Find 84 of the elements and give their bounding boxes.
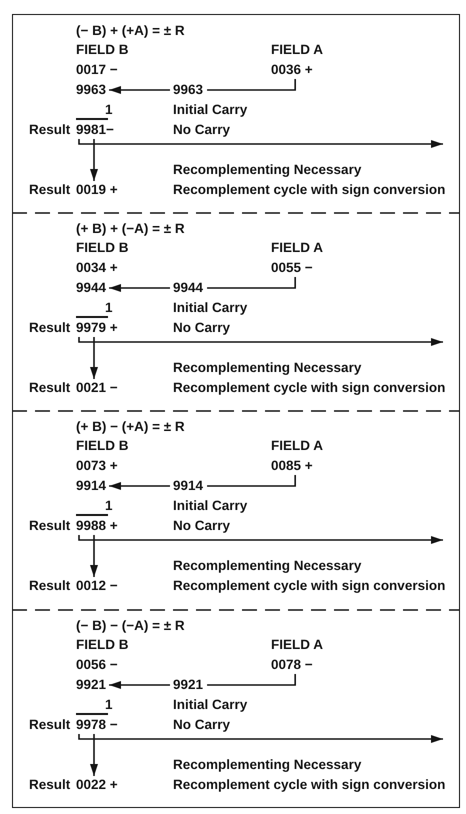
note-text: Recomplement cycle with sign conversion	[173, 380, 446, 396]
note-text: Recomplementing Necessary	[173, 360, 362, 376]
note-text: Recomplementing Necessary	[173, 558, 362, 574]
row-label: Result	[29, 380, 70, 396]
row-label: Result	[29, 578, 70, 594]
note-text: Initial Carry	[173, 300, 248, 316]
carry-digit: 1	[105, 696, 113, 712]
row-label: Result	[29, 182, 70, 198]
panel	[12, 14, 460, 212]
equation: (− B) − (−A) = ± R	[76, 618, 185, 634]
arrow	[78, 336, 443, 346]
row-label: Result	[29, 320, 70, 336]
carry-digit: 1	[105, 102, 113, 118]
equation: (+ B) − (+A) = ± R	[76, 419, 185, 435]
panel	[12, 610, 460, 808]
connector-line	[207, 79, 296, 91]
column-heading: FIELD A	[271, 438, 323, 454]
column-heading: FIELD A	[271, 240, 323, 256]
result-value: 0022 +	[76, 776, 118, 792]
panel	[12, 411, 460, 610]
field-value: 0056 −	[76, 656, 118, 672]
complement-value: 9921	[76, 676, 106, 692]
arrow	[109, 680, 170, 688]
field-value: 0036 +	[271, 62, 313, 78]
note-text: Recomplement cycle with sign conversion	[173, 578, 446, 594]
arrow	[90, 139, 98, 181]
note-text: No Carry	[173, 716, 230, 732]
column-heading: FIELD B	[76, 42, 128, 58]
result-value: 0019 +	[76, 182, 118, 198]
note-text: No Carry	[173, 518, 230, 534]
column-heading: FIELD B	[76, 240, 128, 256]
result-value: 0012 −	[76, 578, 118, 594]
field-value: 0055 −	[271, 260, 313, 276]
complement-value: 9944	[76, 280, 106, 296]
note-text: Recomplement cycle with sign conversion	[173, 182, 446, 198]
result-value: 9979 +	[76, 320, 118, 336]
row-label: Result	[29, 518, 70, 534]
connector-line	[207, 475, 296, 487]
complement-value: 9963	[173, 82, 204, 98]
equation: (+ B) + (−A) = ± R	[76, 220, 185, 236]
arrow	[109, 482, 170, 490]
panel	[12, 212, 460, 411]
complement-value: 9914	[76, 478, 106, 494]
field-value: 0034 +	[76, 260, 118, 276]
carry-digit: 1	[105, 300, 113, 316]
row-label: Result	[29, 776, 70, 792]
note-text: Recomplement cycle with sign conversion	[173, 776, 446, 792]
field-value: 0085 +	[271, 458, 313, 474]
complement-value: 9921	[173, 676, 204, 692]
row-label: Result	[29, 122, 70, 138]
note-text: Recomplementing Necessary	[173, 756, 362, 772]
arrow	[90, 336, 98, 378]
arrow	[78, 535, 443, 544]
connector-line	[207, 276, 296, 288]
arrow	[109, 86, 170, 94]
arrow	[90, 734, 98, 776]
equation: (− B) + (+A) = ± R	[76, 23, 185, 39]
arrow	[109, 284, 170, 292]
arrow	[78, 139, 443, 148]
carry-digit: 1	[105, 498, 113, 514]
complement-value: 9914	[173, 478, 204, 494]
arrow	[78, 734, 443, 742]
connector-line	[207, 674, 296, 686]
arrow	[90, 535, 98, 577]
field-value: 0017 −	[76, 62, 118, 78]
column-heading: FIELD B	[76, 636, 128, 652]
result-value: 9988 +	[76, 518, 118, 534]
note-text: Initial Carry	[173, 498, 248, 514]
result-value: 9981−	[76, 122, 114, 138]
column-heading: FIELD B	[76, 438, 128, 454]
note-text: Recomplementing Necessary	[173, 162, 362, 178]
result-value: 9978 −	[76, 716, 118, 732]
field-value: 0073 +	[76, 458, 118, 474]
note-text: No Carry	[173, 320, 230, 336]
field-value: 0078 −	[271, 656, 313, 672]
complement-value: 9963	[76, 82, 106, 98]
note-text: No Carry	[173, 122, 230, 138]
column-heading: FIELD A	[271, 42, 323, 58]
note-text: Initial Carry	[173, 102, 248, 118]
column-heading: FIELD A	[271, 636, 323, 652]
row-label: Result	[29, 716, 70, 732]
complement-value: 9944	[173, 280, 204, 296]
result-value: 0021 −	[76, 380, 118, 396]
note-text: Initial Carry	[173, 696, 248, 712]
